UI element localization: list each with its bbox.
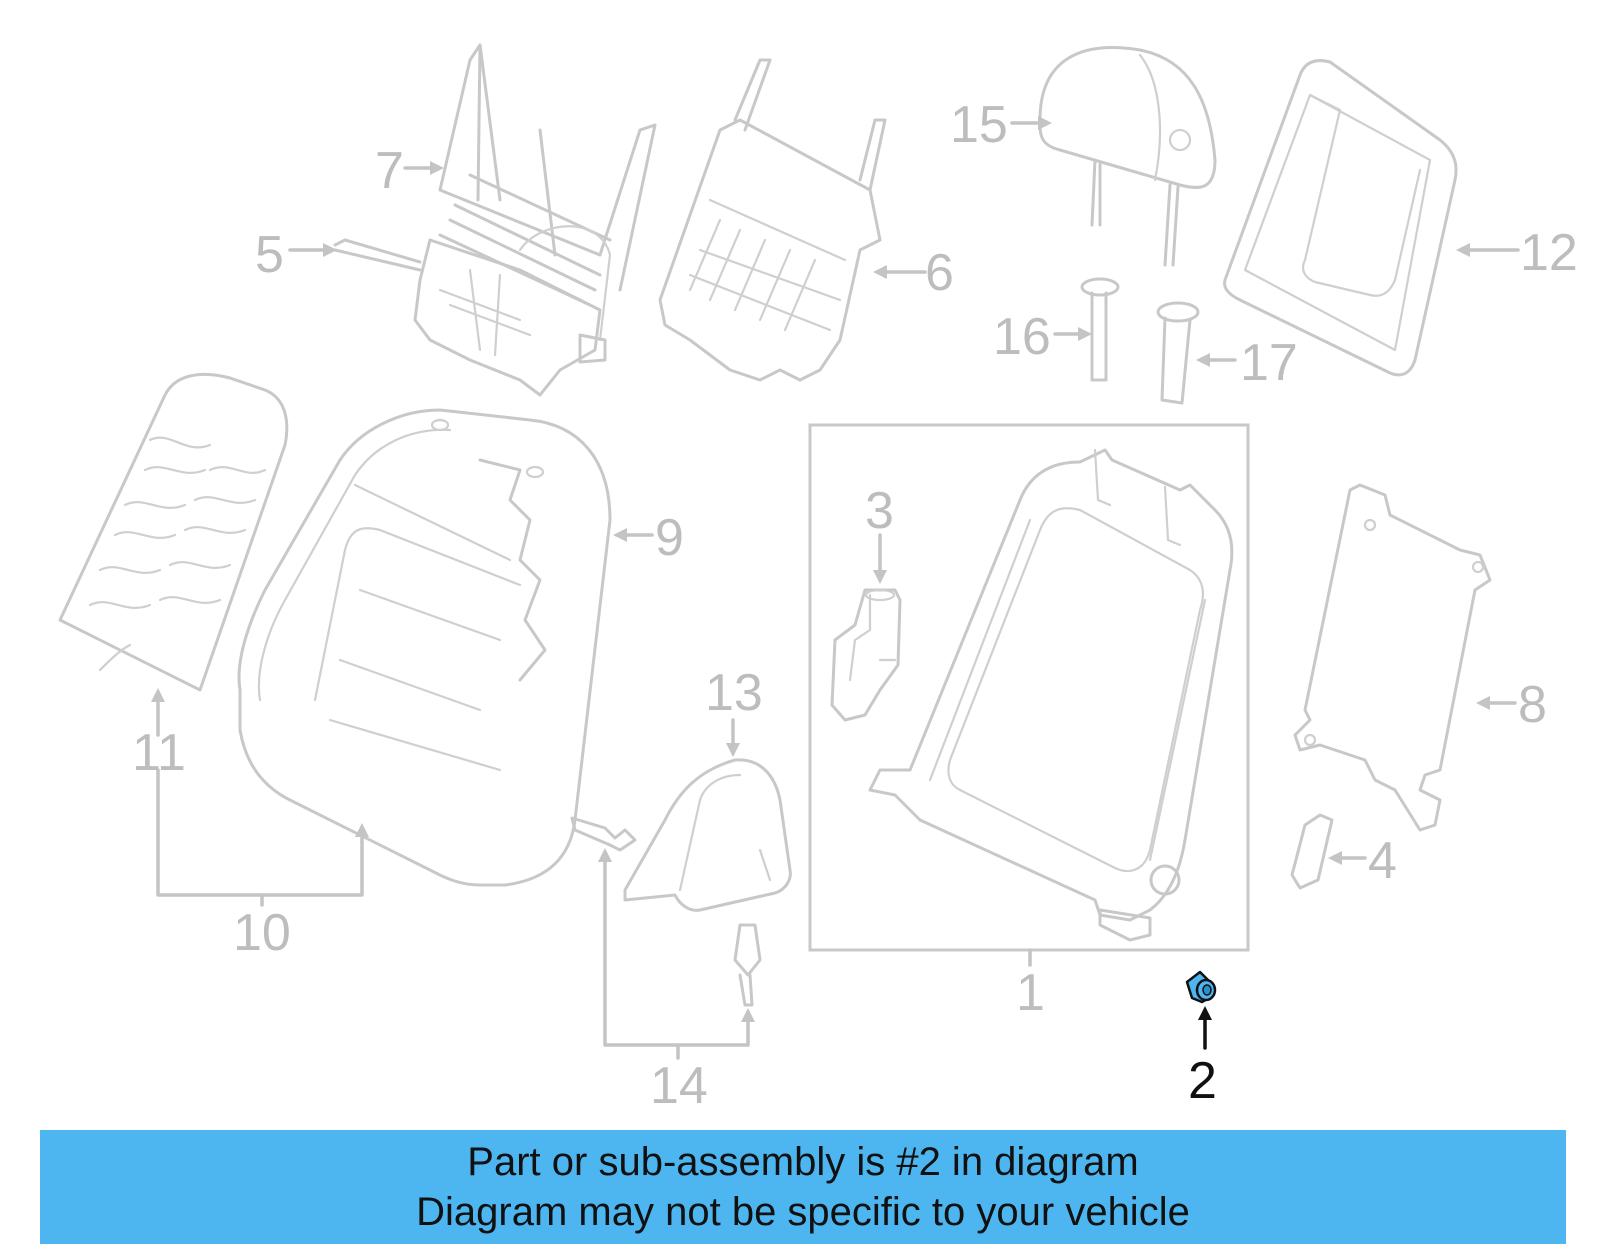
callout-6: 6 [925,244,954,302]
part-13-side-cover [623,758,792,912]
callout-8: 8 [1518,676,1547,734]
part-9-back-cover [237,408,612,887]
part-16-guide [1080,277,1120,382]
part-8-panel [1293,483,1492,832]
callout-17: 17 [1240,334,1298,392]
callout-15: 15 [950,96,1008,154]
part-3-recliner [830,588,902,722]
part-11-back-pad [58,372,289,692]
callout-11: 11 [132,724,186,782]
part-15-headrest [1038,46,1217,267]
banner-line-2: Diagram may not be specific to your vehi… [416,1190,1190,1234]
callout-14: 14 [650,1057,708,1115]
part-1-back-frame [868,448,1234,942]
callout-1: 1 [1016,964,1045,1022]
callout-5: 5 [255,226,284,284]
callout-3: 3 [865,482,894,540]
banner-line-1: Part or sub-assembly is #2 in diagram [467,1140,1139,1184]
part-2-bolt[interactable] [1185,970,1217,1004]
part-6-lumbar-support [658,58,887,382]
part-12-back-panel [1223,59,1458,377]
part-14-clip-bottom [733,923,762,1007]
part-17-guide [1156,301,1200,405]
part-4-bracket [1290,813,1334,890]
callout-12: 12 [1520,224,1578,282]
callout-7: 7 [375,142,404,200]
part-14-clip-left [570,816,637,852]
callout-labels: 7 5 6 15 12 16 17 9 3 8 4 13 11 10 14 1 … [132,96,1578,1115]
part-5-wire [333,238,422,272]
callout-16: 16 [993,308,1051,366]
callout-9: 9 [655,509,684,567]
callout-4: 4 [1368,832,1397,890]
callout-10: 10 [233,904,291,962]
callout-2: 2 [1188,1052,1217,1110]
callout-13: 13 [705,664,763,722]
info-banner: Part or sub-assembly is #2 in diagram Di… [40,1130,1566,1244]
part-7-spring-frame [413,43,657,397]
leader-lines [151,116,1520,1060]
